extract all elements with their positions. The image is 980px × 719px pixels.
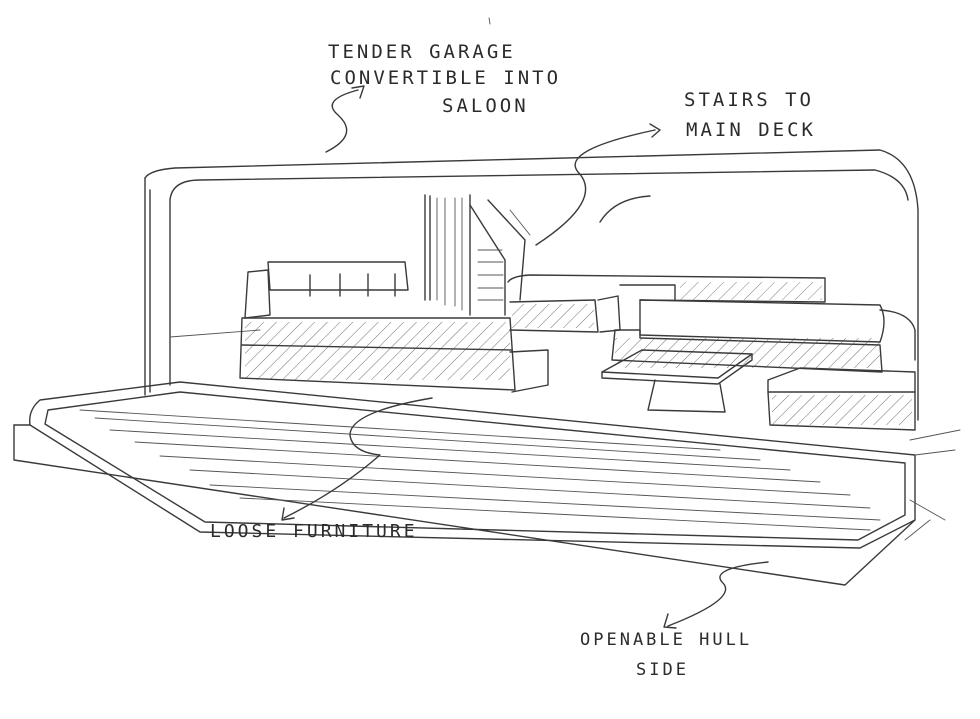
loose-furniture-label: LOOSE FURNITURE [210,521,418,542]
loose-furniture-leader-arrow [281,397,433,521]
floor-platform [13,381,961,586]
ceiling-frame [144,149,919,421]
tender-garage-label-line2: CONVERTIBLE INTO [330,67,562,89]
stairs-to-main-deck [424,194,531,316]
left-sofa [239,261,549,393]
hull-side-label-line1: OPENABLE HULL [580,630,753,650]
hull-side-label-line2: SIDE [636,660,689,680]
tender-garage-label-line1: TENDER GARAGE [328,41,516,63]
stairs-label-line1: STAIRS TO [684,89,814,111]
ottoman [767,367,916,431]
stairs-leader-arrow [535,123,661,246]
tender-garage-label-line3: SALOON [442,95,529,117]
tender-leader-arrow [325,85,365,153]
back-sofa [507,274,826,333]
coffee-table [601,349,753,413]
hull-leader-arrow [663,561,769,629]
right-sofa [611,299,916,373]
leader-arrows [281,85,769,629]
stairs-label-line2: MAIN DECK [686,119,816,141]
